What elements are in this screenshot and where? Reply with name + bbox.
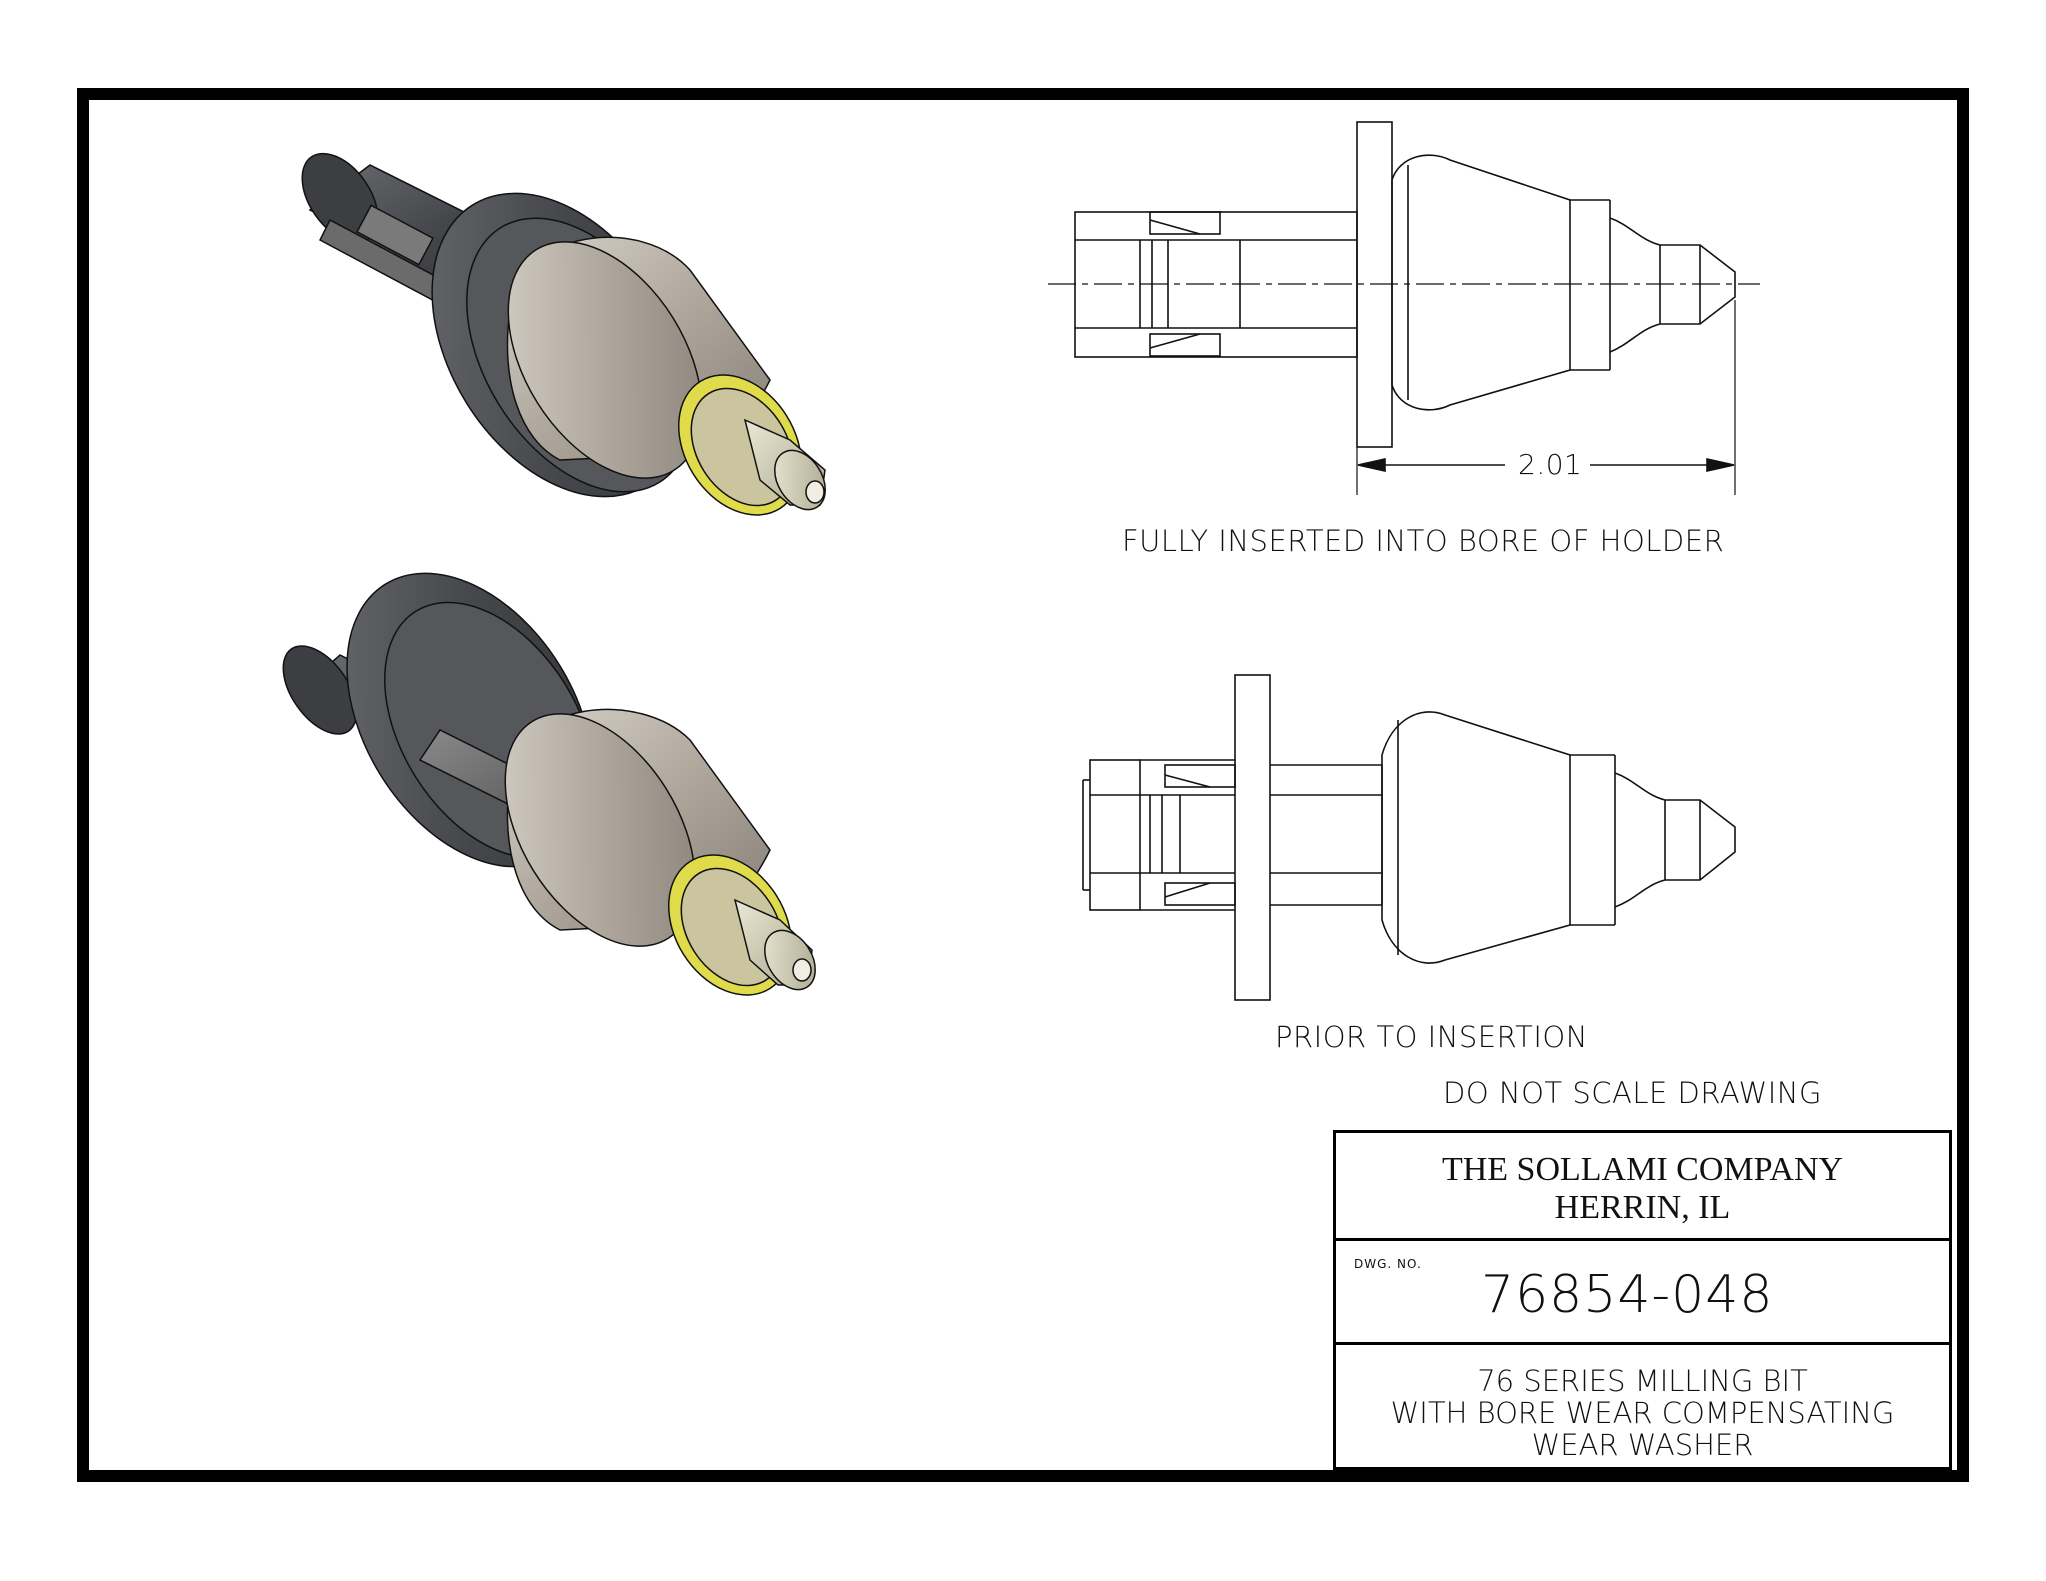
- title-block-description: 76 SERIES MILLING BIT WITH BORE WEAR COM…: [1336, 1345, 1949, 1467]
- iso-view-prior-to-insertion: [282, 572, 816, 996]
- side-view-prior-to-insertion: [1082, 674, 1736, 1001]
- dimension-label: 2.01: [1518, 448, 1583, 481]
- description-line-2: WITH BORE WEAR COMPENSATING: [1390, 1396, 1895, 1430]
- iso-view-fully-inserted: [301, 152, 826, 516]
- title-block: THE SOLLAMI COMPANY HERRIN, IL DWG. NO. …: [1333, 1130, 1952, 1470]
- prior-to-insertion-caption: PRIOR TO INSERTION: [1275, 1020, 1588, 1054]
- scale-note: DO NOT SCALE DRAWING: [1443, 1076, 1822, 1110]
- fully-inserted-caption: FULLY INSERTED INTO BORE OF HOLDER: [1122, 524, 1725, 558]
- side-view-fully-inserted: [1048, 121, 1760, 495]
- company-location: HERRIN, IL: [1554, 1189, 1731, 1226]
- title-block-dwg: DWG. NO. 76854-048: [1336, 1241, 1949, 1345]
- description-line-1: 76 SERIES MILLING BIT: [1477, 1364, 1808, 1398]
- sheet-border: [77, 88, 1969, 1482]
- dwg-no-label: DWG. NO.: [1354, 1257, 1422, 1271]
- description-line-3: WEAR WASHER: [1531, 1428, 1754, 1462]
- company-name: THE SOLLAMI COMPANY: [1441, 1151, 1844, 1188]
- title-block-company: THE SOLLAMI COMPANY HERRIN, IL: [1336, 1133, 1949, 1241]
- dwg-no: 76854-048: [1481, 1265, 1774, 1325]
